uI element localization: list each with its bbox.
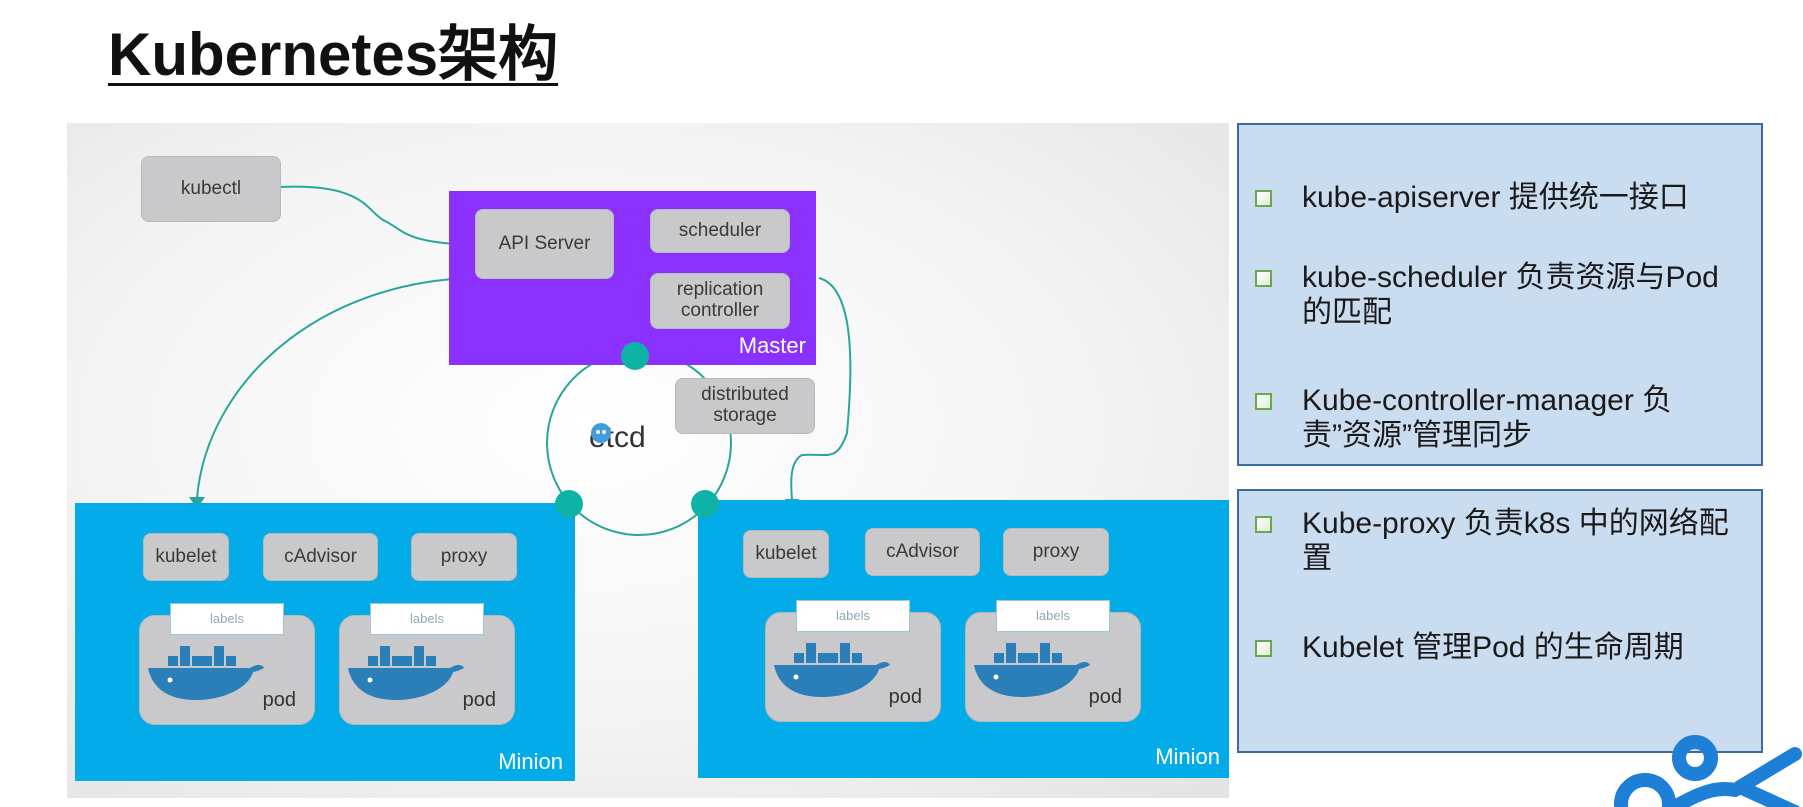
minion-label: Minion bbox=[498, 749, 563, 774]
architecture-diagram: kubectl API Server scheduler replication… bbox=[67, 123, 1229, 798]
pod-box: labels pod bbox=[965, 600, 1141, 722]
etcd-node-right bbox=[691, 490, 719, 518]
pod-labels-tag: labels bbox=[996, 600, 1110, 632]
bullet-text: kube-scheduler 负责资源与Pod的匹配 bbox=[1302, 261, 1719, 329]
checkbox-bullet-icon bbox=[1255, 516, 1272, 533]
pod-labels-tag: labels bbox=[796, 600, 910, 632]
cadvisor-label: cAdvisor bbox=[284, 545, 357, 567]
bullet-item: Kube-controller-manager 负责”资源”管理同步 bbox=[1255, 384, 1732, 453]
scheduler-box: scheduler bbox=[650, 209, 790, 253]
etcd-icon bbox=[591, 423, 611, 443]
docker-whale-icon bbox=[774, 643, 890, 697]
minion-label: Minion bbox=[1155, 744, 1220, 769]
proxy-box: proxy bbox=[1003, 528, 1109, 576]
cadvisor-box: cAdvisor bbox=[263, 533, 378, 581]
etcd-node-left bbox=[555, 490, 583, 518]
page-title: Kubernetes架构 bbox=[108, 21, 559, 88]
checkbox-bullet-icon bbox=[1255, 190, 1272, 207]
component-description-panel-2: Kube-proxy 负责k8s 中的网络配置 Kubelet 管理Pod 的生… bbox=[1237, 489, 1763, 753]
api-server-box: API Server bbox=[475, 209, 614, 279]
kubectl-label: kubectl bbox=[180, 177, 242, 199]
pod-label: pod bbox=[1088, 686, 1122, 708]
docker-whale-icon bbox=[974, 643, 1090, 697]
kubelet-box: kubelet bbox=[143, 533, 229, 581]
minion-area-2: kubelet cAdvisor proxy labels pod bbox=[698, 500, 1229, 778]
master-area: API Server scheduler replication control… bbox=[449, 191, 816, 365]
checkbox-bullet-icon bbox=[1255, 270, 1272, 287]
etcd-node-top bbox=[621, 342, 649, 370]
bullet-text: Kubelet 管理Pod 的生命周期 bbox=[1302, 631, 1684, 664]
kubelet-label: kubelet bbox=[755, 542, 817, 564]
kubectl-box: kubectl bbox=[141, 156, 281, 222]
component-description-panel-1: kube-apiserver 提供统一接口 kube-scheduler 负责资… bbox=[1237, 123, 1763, 466]
checkbox-bullet-icon bbox=[1255, 640, 1272, 657]
etcd-logo: etcd bbox=[589, 421, 646, 455]
cadvisor-label: cAdvisor bbox=[886, 540, 959, 562]
bullet-item: kube-scheduler 负责资源与Pod的匹配 bbox=[1255, 261, 1732, 330]
checkbox-bullet-icon bbox=[1255, 393, 1272, 410]
minion-area-1: kubelet cAdvisor proxy labels pod bbox=[75, 503, 575, 781]
apiserver-to-minion2-line bbox=[790, 277, 852, 502]
distributed-storage-box: distributed storage bbox=[675, 378, 815, 434]
api-server-label: API Server bbox=[498, 232, 591, 254]
cadvisor-box: cAdvisor bbox=[865, 528, 980, 576]
bullet-text: Kube-controller-manager 负责”资源”管理同步 bbox=[1302, 384, 1673, 452]
docker-whale-icon bbox=[348, 646, 464, 700]
pod-box: labels pod bbox=[765, 600, 941, 722]
pod-label: pod bbox=[262, 689, 296, 711]
scheduler-label: scheduler bbox=[678, 219, 762, 241]
brand-logo bbox=[1614, 735, 1802, 807]
pod-label: pod bbox=[888, 686, 922, 708]
distributed-storage-label: distributed storage bbox=[701, 384, 789, 426]
bullet-item: Kubelet 管理Pod 的生命周期 bbox=[1255, 631, 1732, 666]
proxy-label: proxy bbox=[1032, 540, 1080, 562]
pod-box: labels pod bbox=[139, 603, 315, 725]
kubelet-box: kubelet bbox=[743, 530, 829, 578]
kubelet-label: kubelet bbox=[155, 545, 217, 567]
replication-controller-label: replication controller bbox=[676, 279, 764, 321]
replication-controller-box: replication controller bbox=[650, 273, 790, 329]
bullet-item: kube-apiserver 提供统一接口 bbox=[1255, 181, 1732, 216]
master-label: Master bbox=[738, 333, 806, 358]
proxy-label: proxy bbox=[440, 545, 488, 567]
pod-labels-tag: labels bbox=[170, 603, 284, 635]
bullet-item: Kube-proxy 负责k8s 中的网络配置 bbox=[1255, 507, 1732, 576]
docker-whale-icon bbox=[148, 646, 264, 700]
proxy-box: proxy bbox=[411, 533, 517, 581]
bullet-text: kube-apiserver 提供统一接口 bbox=[1302, 181, 1689, 214]
kubectl-to-apiserver-line bbox=[279, 185, 476, 246]
pod-label: pod bbox=[462, 689, 496, 711]
bullet-text: Kube-proxy 负责k8s 中的网络配置 bbox=[1302, 507, 1729, 575]
pod-box: labels pod bbox=[339, 603, 515, 725]
apiserver-to-minion1-line bbox=[196, 277, 472, 499]
pod-labels-tag: labels bbox=[370, 603, 484, 635]
